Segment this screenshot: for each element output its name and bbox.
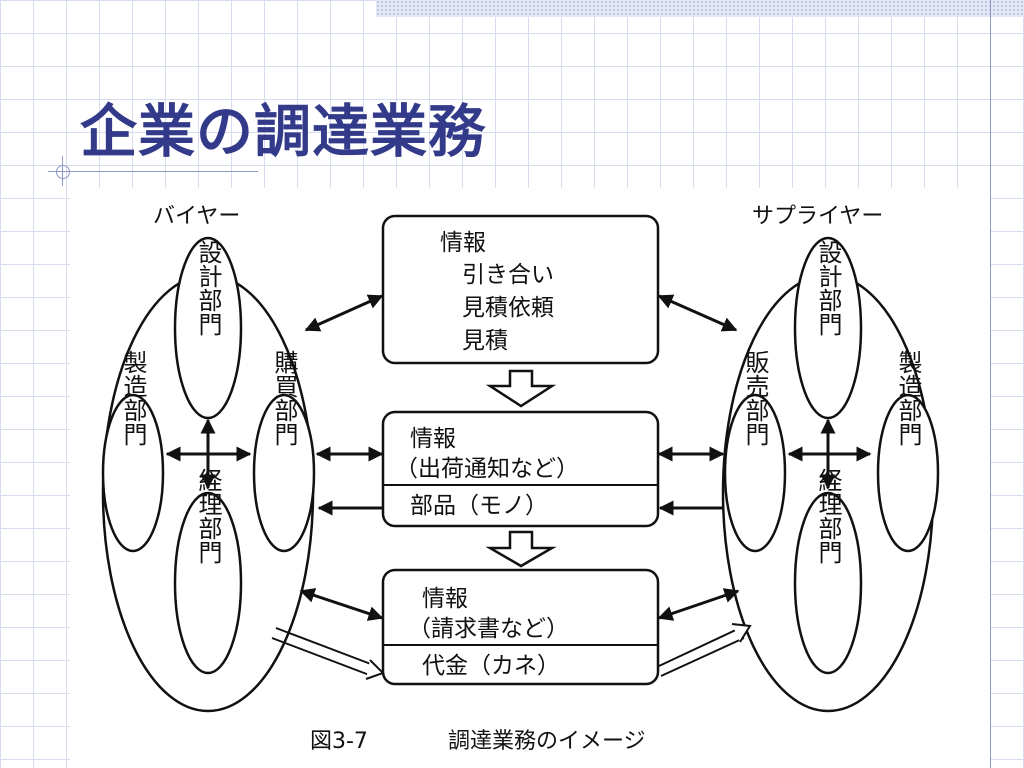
exchange-arrows (299, 294, 740, 621)
title-underline (48, 171, 258, 172)
buyer-internal-arrows (165, 418, 252, 490)
figure-caption-number: 図3-7 (310, 729, 368, 754)
box3-line1: 情報 (422, 586, 468, 612)
info-box-shipping (381, 410, 660, 528)
figure-caption-text: 調達業務のイメージ (448, 729, 646, 754)
buyer-manufacturing-dept (101, 393, 165, 553)
title-bullet-circle (56, 165, 70, 179)
buyer-purchasing-text: 購買部門 (270, 350, 298, 446)
supplier-sales-text: 販売部門 (741, 350, 769, 446)
box2-line3: 部品（モノ） (410, 493, 548, 519)
slide-title: 企業の調達業務 (80, 99, 486, 165)
buyer-design-dept (173, 236, 243, 420)
flow-arrow-2 (485, 530, 557, 568)
supplier-internal-arrows (787, 418, 872, 490)
buyer-accounting-dept (173, 491, 243, 675)
box1-line4: 見積 (462, 328, 508, 354)
info-box-invoice (381, 568, 660, 686)
box1-line3: 見積依頼 (462, 295, 554, 321)
box2-line1: 情報 (410, 426, 456, 452)
right-border-rule (990, 0, 991, 768)
supplier-manufacturing-dept (876, 393, 940, 553)
box3-line3: 代金（カネ） (422, 653, 560, 679)
supplier-label: サプライヤー (752, 204, 883, 229)
buyer-design-text: 設計部門 (194, 240, 222, 336)
header-decoration-band (376, 0, 1024, 17)
procurement-diagram: バイヤー 設計部門 製造部門 購買部門 経理部門 情報 引き合い 見積依頼 見積… (70, 188, 990, 768)
supplier-manufacturing-text: 製造部門 (894, 350, 922, 446)
box3-line2: （請求書など） (408, 616, 569, 642)
buyer-purchasing-dept (252, 393, 316, 553)
box1-line1: 情報 (440, 230, 486, 256)
supplier-sales-dept (723, 393, 787, 553)
supplier-design-dept (793, 236, 863, 420)
info-box-inquiry (381, 214, 660, 365)
flow-arrow-1 (485, 369, 557, 408)
supplier-design-text: 設計部門 (814, 240, 842, 336)
box1-line2: 引き合い (462, 262, 554, 288)
diagram-canvas: バイヤー 設計部門 製造部門 購買部門 経理部門 情報 引き合い 見積依頼 見積… (101, 204, 940, 754)
payment-arrows (271, 623, 752, 680)
box2-line2: （出荷通知など） (395, 456, 579, 482)
buyer-manufacturing-text: 製造部門 (119, 350, 147, 446)
supplier-accounting-dept (793, 491, 863, 675)
buyer-label: バイヤー (153, 204, 240, 229)
